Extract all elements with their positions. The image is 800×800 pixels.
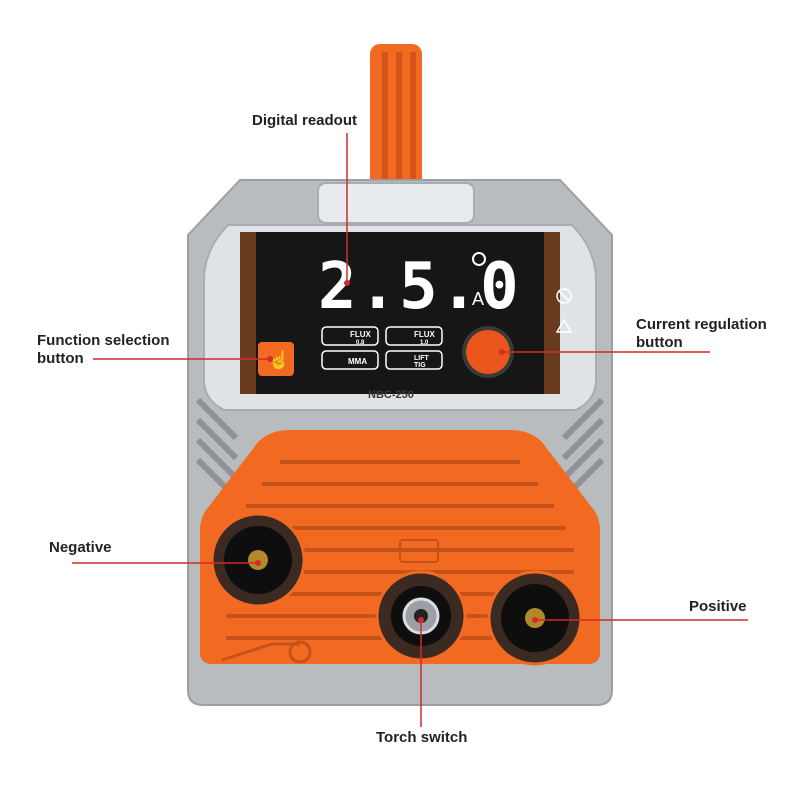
carry-handle [370,44,422,194]
callout-torch-switch: Torch switch [376,729,468,746]
callout-function-selection-line2: button [37,350,84,367]
callout-lines [72,133,748,727]
model-label: NBC-250 [368,389,414,401]
torch-label-icon [399,539,439,563]
callout-negative: Negative [49,539,112,556]
mode-flux-08-bottom: 0.8 [356,340,365,346]
readout-unit: A [472,289,484,309]
side-vents [195,397,605,501]
mode-lift-top: LIFT [414,355,429,362]
screen-orange-band-right [544,232,560,394]
hand-press-icon: ☝ [268,349,290,371]
torch-symbol-icon [221,640,312,664]
mode-tig-bottom: TIG [414,362,426,369]
callout-current-regulation-line1: Current regulation [636,316,767,333]
callout-digital-readout: Digital readout [252,112,358,129]
callout-positive: Positive [689,598,747,615]
mode-flux-08-top: FLUX [350,330,372,339]
callout-current-regulation-line2: button [636,334,683,351]
mode-flux-10-top: FLUX [414,330,436,339]
thermal-indicator-icon [472,252,486,266]
function-selection-button[interactable] [258,342,294,376]
gas-warning-icon [555,288,573,333]
callout-function-selection: Function selection button [37,332,170,368]
callout-function-selection-line1: Function selection [37,332,170,349]
readout-digits: 2.5.0 [318,250,521,324]
screen-orange-band [240,232,256,394]
mode-mma: MMA [348,357,367,366]
mode-indicators: FLUX 0.8 FLUX 1.0 MMA LIFT TIG [321,326,443,370]
mode-flux-10-bottom: 1.0 [420,340,429,346]
cover-latch [317,182,475,224]
knob-cap [466,330,510,374]
callout-dots [255,280,538,623]
callout-current-regulation: Current regulation button [636,316,767,352]
